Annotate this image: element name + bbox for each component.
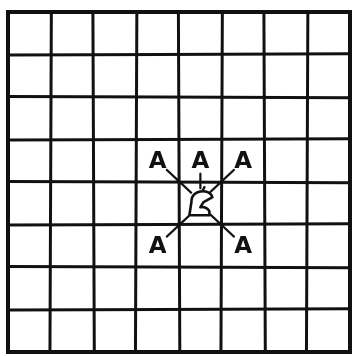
grid-line-horizontal bbox=[8, 97, 350, 98]
target-label[interactable]: A bbox=[149, 148, 167, 174]
target-label[interactable]: A bbox=[234, 148, 252, 174]
target-label[interactable]: A bbox=[191, 148, 209, 174]
knight-icon[interactable] bbox=[189, 187, 212, 215]
piece-layer bbox=[189, 187, 212, 215]
grid-line-horizontal bbox=[8, 54, 350, 55]
grid-line-horizontal bbox=[8, 267, 350, 268]
target-label[interactable]: A bbox=[149, 233, 167, 259]
grid-line-horizontal bbox=[8, 309, 350, 310]
grid-line-horizontal bbox=[8, 139, 350, 140]
target-label[interactable]: A bbox=[234, 233, 252, 259]
